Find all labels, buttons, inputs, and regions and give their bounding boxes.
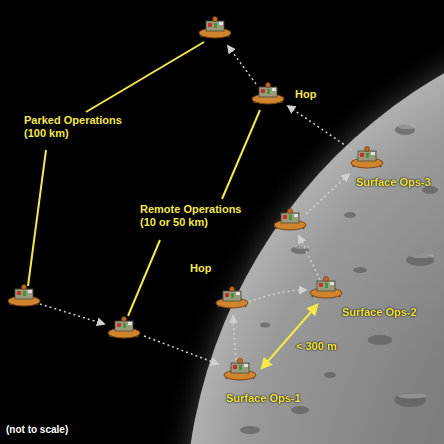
orbit-label: Parked Operations (100 km)	[24, 114, 136, 140]
hop-label: Hop	[190, 262, 211, 275]
altitude-leader-lines	[28, 42, 260, 316]
hop-label: Hop	[295, 88, 316, 101]
distance-arrow	[262, 305, 317, 368]
site-label: Surface Ops-2	[342, 306, 417, 319]
crater-rims	[294, 125, 434, 399]
trajectory-lines	[40, 46, 352, 364]
spacecraft-icons	[8, 17, 383, 381]
orbit-label: Remote Operations (10 or 50 km)	[140, 203, 252, 229]
distance-label: < 300 m	[296, 340, 337, 353]
craters	[240, 125, 438, 434]
site-label: Surface Ops-1	[226, 392, 301, 405]
site-label: Surface Ops-3	[356, 176, 431, 189]
moon-surface	[185, 5, 444, 444]
note-label: (not to scale)	[6, 424, 68, 436]
